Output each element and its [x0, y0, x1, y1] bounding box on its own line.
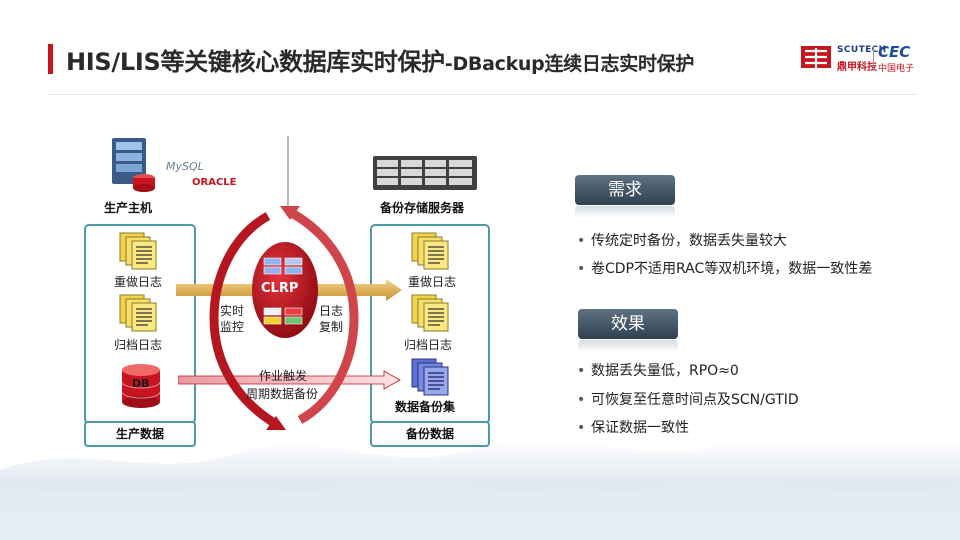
- job-trigger-label: 作业触发: [259, 369, 308, 383]
- db-icon-text: DB: [132, 377, 150, 390]
- mysql-logo: MySQL: [166, 160, 204, 173]
- requirement-item: •传统定时备份，数据丢失量较大: [577, 233, 787, 249]
- oracle-logo: ORACLE: [192, 177, 237, 188]
- archive-log-left-label: 归档日志: [114, 338, 163, 352]
- diagram-divider: [287, 136, 289, 206]
- requirements-heading: 需求: [575, 175, 675, 205]
- redo-log-left-icon: [119, 232, 157, 270]
- archive-log-right-label: 归档日志: [404, 338, 453, 352]
- storage-server-icon: [373, 156, 477, 190]
- effect-item: •保证数据一致性: [577, 420, 689, 436]
- archive-log-left-icon: [119, 294, 157, 332]
- effect-item: •数据丢失量低，RPO≈0: [577, 363, 739, 379]
- logo-scutech-en: SCUTECH: [837, 45, 887, 55]
- periodic-backup-label: 周期数据备份: [246, 387, 319, 401]
- redo-log-right-icon: [411, 232, 449, 270]
- effect-item: •可恢复至任意时间点及SCN/GTID: [577, 392, 799, 408]
- periodic-backup-arrow: [178, 370, 401, 390]
- production-server-icon: [112, 138, 155, 192]
- database-icon: [121, 364, 161, 408]
- scutech-logo-icon: [801, 46, 831, 68]
- requirements-heading-reflection: [575, 206, 675, 218]
- logo-cec-en: CEC: [878, 43, 911, 61]
- backup-data-label: 备份数据: [370, 421, 490, 447]
- background-hills: [0, 438, 960, 540]
- clrp-label: CLRP: [261, 281, 299, 296]
- backup-server-label: 备份存储服务器: [380, 201, 465, 215]
- log-replicate-label: 日志 复制: [319, 304, 344, 334]
- logo-cec-cn: 中国电子: [878, 64, 915, 74]
- requirement-item: •卷CDP不适用RAC等双机环境，数据一致性差: [577, 261, 873, 277]
- logo-scutech-cn: 鼎甲科技: [837, 62, 877, 73]
- effects-heading-reflection: [578, 340, 678, 352]
- redo-log-left-label: 重做日志: [114, 275, 163, 289]
- production-host-label: 生产主机: [104, 201, 153, 215]
- production-data-label: 生产数据: [84, 421, 196, 447]
- backup-set-label: 数据备份集: [395, 400, 456, 414]
- archive-log-right-icon: [411, 294, 449, 332]
- clrp-engine-icon: [252, 242, 318, 338]
- realtime-monitor-label: 实时 监控: [220, 304, 245, 334]
- redo-log-right-label: 重做日志: [408, 275, 457, 289]
- effects-heading: 效果: [578, 309, 678, 339]
- clrp-cycle-arrows: [209, 206, 359, 430]
- page-title: HIS/LIS等关键核心数据库实时保护-DBackup连续日志实时保护: [66, 48, 695, 76]
- title-accent-bar: [48, 44, 53, 74]
- title-divider: [48, 94, 918, 95]
- logo-separator: [873, 45, 874, 71]
- backup-set-icon: [411, 358, 449, 396]
